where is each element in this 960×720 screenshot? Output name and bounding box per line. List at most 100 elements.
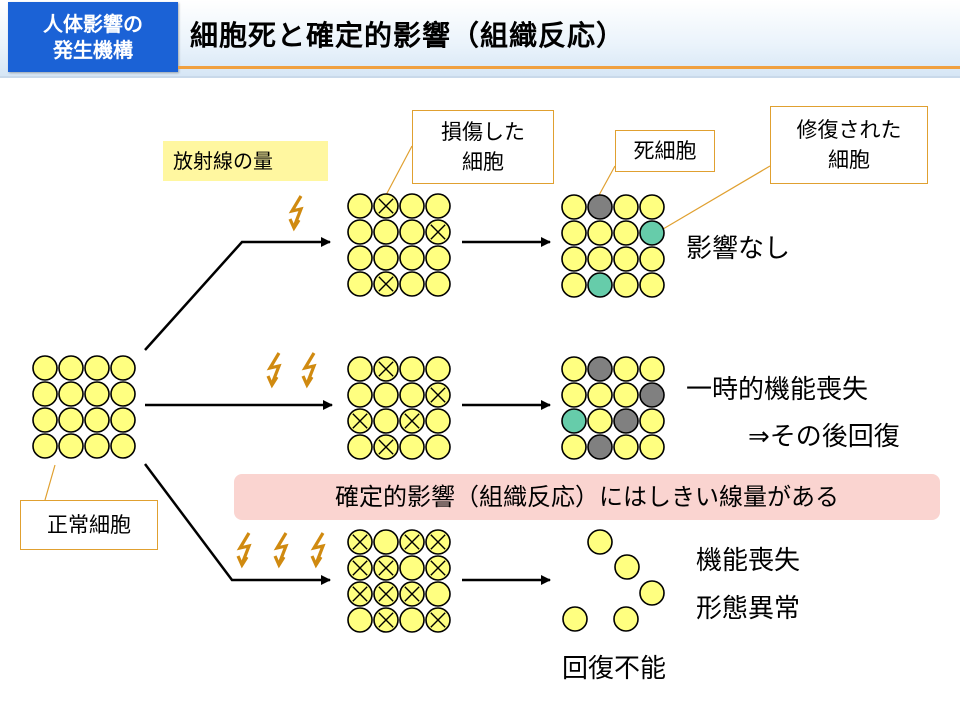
normal-cell [84,355,110,381]
callout-normal-text: 正常細胞 [47,513,131,537]
normal-cell [347,382,373,408]
damage-cross-icon [378,361,394,377]
lightning-icon [266,351,281,387]
normal-cell [639,272,665,298]
normal-cell [561,272,587,298]
damage-cross-icon [378,198,394,214]
cells-low-damaged [347,193,451,297]
damage-cross-icon [352,534,368,550]
damage-cross-icon [352,586,368,602]
title-underline [178,66,960,69]
callout-repaired-line-2: 細胞 [828,148,870,172]
callout-dead-cell: 死細胞 [615,130,715,172]
normal-cell [347,193,373,219]
leader-repaired [657,165,771,233]
normal-cell [613,382,639,408]
normal-cell [561,246,587,272]
damage-cross-icon [430,387,446,403]
normal-cell [561,382,587,408]
damage-cross-icon [378,439,394,455]
dead-cell [587,194,613,220]
dose-label: 放射線の量 [163,141,328,181]
normal-cell [399,193,425,219]
normal-cell [639,408,665,434]
cells-mid-result [561,356,665,460]
normal-cell [639,194,665,220]
normal-cell [561,220,587,246]
slide-header: 人体影響の 発生機構 細胞死と確定的影響（組織反応） [0,0,960,78]
normal-cell [58,433,84,459]
normal-cell [32,355,58,381]
damage-cross-icon [404,413,420,429]
lightning-icon [273,531,288,567]
normal-cell [84,433,110,459]
damage-cross-icon [352,413,368,429]
normal-cell [373,219,399,245]
outcome-high-line-1: 機能喪失 [696,546,801,576]
callout-damaged-cell: 損傷した 細胞 [412,110,554,184]
lightning-high [236,531,325,567]
threshold-banner: 確定的影響（組織反応）にはしきい線量がある [234,474,940,520]
scattered-cell [614,554,640,580]
normal-cell [613,272,639,298]
damage-cross-icon [404,586,420,602]
normal-cell [613,434,639,460]
normal-cell [639,434,665,460]
normal-cell [613,356,639,382]
normal-cell [561,356,587,382]
badge-line-2: 発生機構 [53,38,133,62]
normal-cell [373,382,399,408]
normal-cell [110,407,136,433]
normal-cell [425,408,451,434]
normal-cell [110,355,136,381]
normal-cell [587,220,613,246]
leader-dead [597,165,616,198]
repaired-cell [587,272,613,298]
normal-cell [587,382,613,408]
normal-cell [373,529,399,555]
normal-cell [399,245,425,271]
damage-cross-icon [378,276,394,292]
normal-cell [110,381,136,407]
normal-cell [347,219,373,245]
lightning-icon [236,531,251,567]
scattered-cell [613,606,639,632]
normal-cell [32,433,58,459]
cells-mid-damaged [347,356,451,460]
section-badge: 人体影響の 発生機構 [8,2,178,72]
normal-cell [32,407,58,433]
leader-damaged [384,145,413,198]
normal-cell [347,271,373,297]
scattered-cell [562,606,588,632]
cells-high-result [562,529,665,632]
damage-cross-icon [430,534,446,550]
callout-leaders [44,145,771,501]
damage-cross-icon [430,560,446,576]
normal-cell [425,581,451,607]
dead-cell [587,434,613,460]
normal-cell [425,245,451,271]
damage-cross-icon [378,560,394,576]
lightning-icon [310,531,325,567]
normal-cell [399,271,425,297]
damage-cross-icon [378,586,394,602]
normal-cell [399,219,425,245]
normal-cell [425,356,451,382]
callout-normal-cell: 正常細胞 [20,500,158,550]
repaired-cell [639,220,665,246]
branch-high [144,463,331,585]
repaired-cell [561,408,587,434]
damage-cross-icon [352,560,368,576]
normal-cell [425,271,451,297]
normal-cell [399,555,425,581]
normal-cell [373,408,399,434]
leader-normal [44,464,56,501]
normal-cell [84,407,110,433]
normal-cell [561,434,587,460]
badge-line-1: 人体影響の [43,12,143,36]
damage-cross-icon [430,224,446,240]
branch-low [144,237,331,351]
dead-cell [613,408,639,434]
normal-cell [347,434,373,460]
normal-cell [58,407,84,433]
